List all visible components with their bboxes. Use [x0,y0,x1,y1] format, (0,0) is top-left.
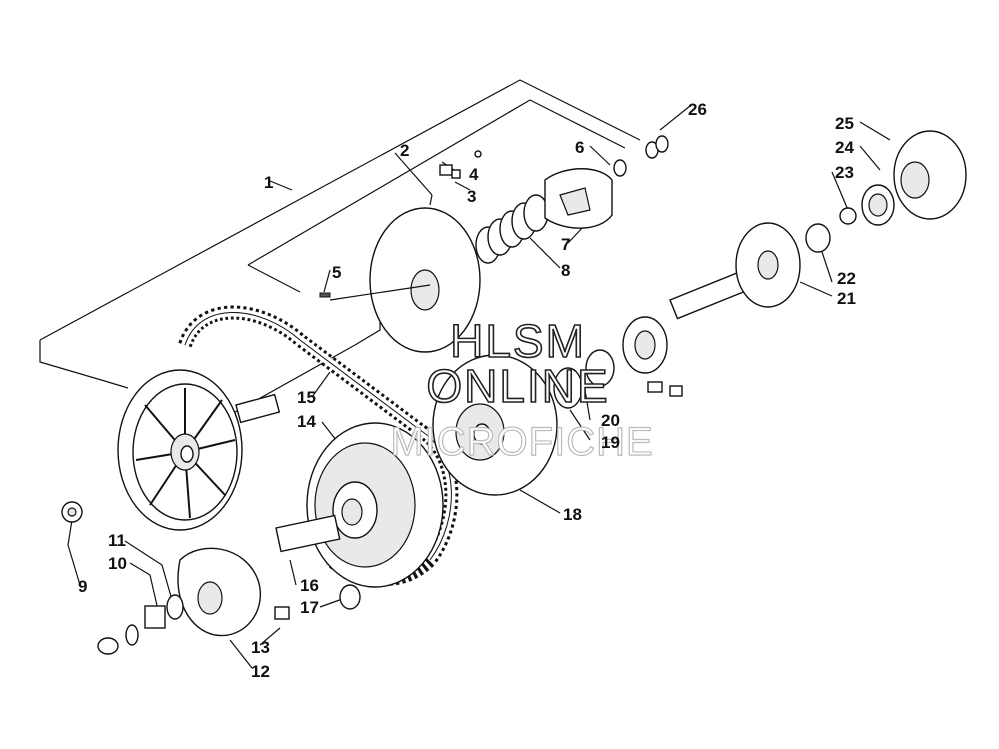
watermark-line-1: HLSM [450,315,586,367]
cam [544,168,613,229]
watermark-line-2: ONLINE [426,360,609,412]
callout-11: 11 [108,531,126,550]
callout-1: 1 [264,173,273,192]
callout-24: 24 [835,138,854,157]
driven-sheave [329,207,481,353]
driven-pulley-fan [117,369,281,531]
one-way-clutch [839,130,967,226]
drive-belt [178,305,459,586]
callout-8: 8 [561,261,570,280]
watermark: HLSM ONLINE MICROFICHE [390,314,654,464]
callout-22: 22 [837,269,856,288]
callout-6: 6 [575,138,584,157]
watermark-line-3: MICROFICHE [390,420,653,464]
callout-15: 15 [297,388,316,407]
callout-19: 19 [601,433,620,452]
output-shaft [669,222,831,320]
spring [475,194,549,264]
callout-20: 20 [601,411,620,430]
callout-10: 10 [108,554,127,573]
callout-13: 13 [251,638,270,657]
bracket-lines [39,79,891,669]
small-parts-left [61,501,361,655]
sprocket [432,349,615,496]
spider-assembly [177,547,261,637]
drive-clutch [275,422,444,588]
callout-7: 7 [561,235,570,254]
callout-2: 2 [400,141,409,160]
callout-16: 16 [300,576,319,595]
callout-18: 18 [563,505,582,524]
callout-25: 25 [835,114,854,133]
callout-9: 9 [78,577,87,596]
callout-12: 12 [251,662,270,681]
callout-5: 5 [332,263,341,282]
callouts: 1 2 3 4 5 6 7 8 9 10 11 12 13 14 15 16 1… [78,100,856,681]
callout-3: 3 [467,187,476,206]
callout-17: 17 [300,598,319,617]
callout-21: 21 [837,289,856,308]
bearing [622,316,683,397]
small-parts-top [319,135,669,298]
callout-23: 23 [835,163,854,182]
callout-26: 26 [688,100,707,119]
callout-4: 4 [469,165,479,184]
callout-14: 14 [297,412,316,431]
